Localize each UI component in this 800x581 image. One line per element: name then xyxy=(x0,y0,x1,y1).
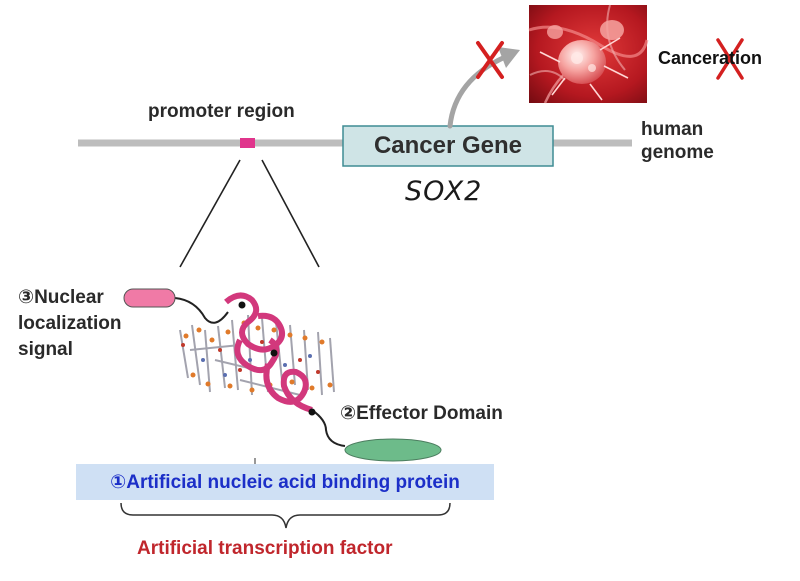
effector-domain xyxy=(344,438,442,462)
nls-label-line1: ③Nuclear xyxy=(18,287,104,308)
dna-double-helix xyxy=(179,314,335,396)
human-genome-label-line1: human xyxy=(641,119,704,140)
zoom-lines xyxy=(179,159,320,268)
transcription-factor-bracket xyxy=(120,502,451,529)
nls-label-line3: signal xyxy=(18,339,73,360)
cross-mark-canceration xyxy=(716,38,744,80)
cancer-gene-label: Cancer Gene xyxy=(373,132,523,159)
cross-mark-arrow xyxy=(476,41,504,79)
promoter-region-mark xyxy=(240,138,255,148)
nls-label-line2: localization xyxy=(18,313,122,334)
canceration-label: Canceration xyxy=(658,48,763,68)
cancer-cell-illustration xyxy=(528,4,649,104)
nuclear-localization-signal-domain xyxy=(123,288,176,308)
cancer-gene-box xyxy=(342,125,554,167)
zinc-finger-protein xyxy=(174,292,346,447)
activation-arrow xyxy=(447,47,520,129)
transcription-factor-label: Artificial transcription factor xyxy=(137,538,393,559)
promoter-region-label: promoter region xyxy=(148,101,295,122)
effector-domain-label: ②Effector Domain xyxy=(340,403,503,424)
binding-protein-label: ①Artificial nucleic acid binding protein xyxy=(76,464,494,500)
gene-name-label: SOX2 xyxy=(405,176,483,207)
human-genome-label-line2: genome xyxy=(641,142,714,163)
